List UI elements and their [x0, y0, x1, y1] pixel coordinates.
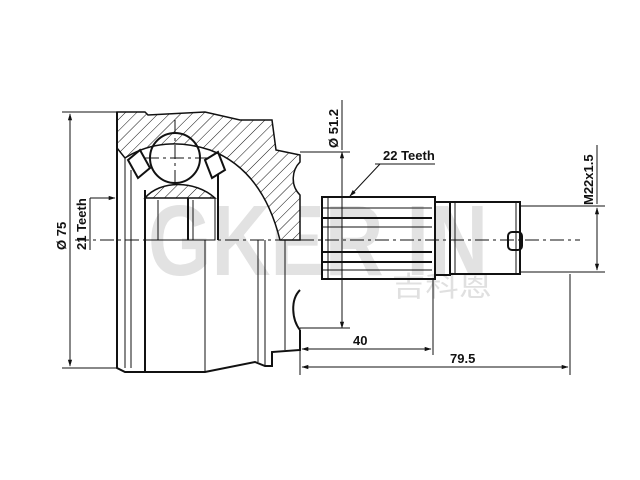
housing-section-hatch	[116, 111, 301, 241]
outer-spline-label: 22 Teeth	[383, 148, 435, 163]
threaded-end	[449, 201, 521, 275]
dim-stem-diameter: Ø 51.2	[300, 100, 350, 329]
dim-outer-spline: 22 Teeth	[349, 148, 435, 197]
dim-lengths: 40 79.5	[299, 274, 571, 375]
dim-outer-diameter: Ø 75	[54, 111, 117, 369]
stem-diameter-label: Ø 51.2	[326, 109, 341, 148]
thread-label: M22x1.5	[581, 154, 596, 205]
dim-thread: M22x1.5	[520, 145, 605, 273]
ball-cage	[126, 120, 227, 241]
length-spline-label: 40	[353, 333, 367, 348]
inner-spline-label: 21 Teeth	[74, 198, 89, 250]
outer-diameter-label: Ø 75	[54, 222, 69, 250]
dim-inner-spline: 21 Teeth	[74, 195, 116, 250]
length-total-label: 79.5	[450, 351, 475, 366]
inner-race	[143, 183, 217, 199]
